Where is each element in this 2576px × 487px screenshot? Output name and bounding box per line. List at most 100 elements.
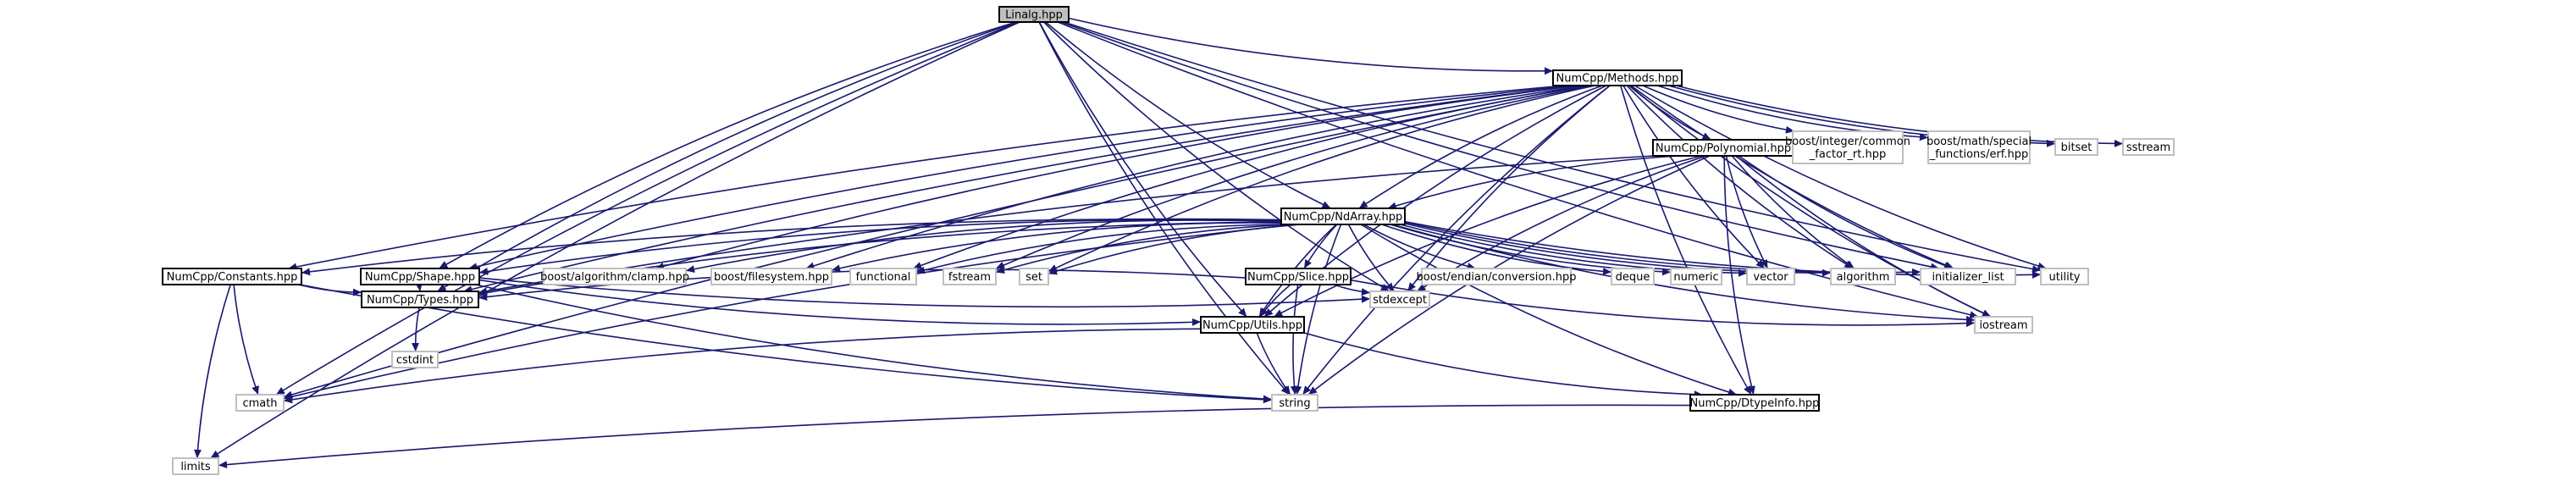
node-bitset-box (2054, 138, 2098, 156)
edge-utils-to-string (1256, 332, 1291, 396)
edge-polynomial-to-string (1307, 155, 1711, 396)
node-vector-box (1746, 268, 1795, 285)
node-slice-label: NumCpp/Slice.hpp (1247, 271, 1349, 284)
edge-ndarray-to-clamp (685, 219, 1282, 274)
edge-methods-to-cmath (283, 85, 1586, 399)
edge-linalg-to-initializer_list (1060, 21, 1940, 271)
edge-methods-to-algorithm (1626, 85, 1854, 269)
edge-shape-to-utils (478, 279, 1202, 326)
edge-methods-to-ndarray (1358, 85, 1603, 209)
node-utils[interactable]: NumCpp/Utils.hpp (1200, 316, 1305, 334)
node-set: set (1019, 268, 1049, 285)
node-cmath-label: cmath (242, 397, 277, 410)
node-utils-label: NumCpp/Utils.hpp (1202, 319, 1302, 332)
node-string: string (1271, 394, 1318, 412)
node-constants[interactable]: NumCpp/Constants.hpp (162, 268, 302, 285)
node-deque-box (1611, 268, 1655, 285)
node-ndarray-box (1280, 208, 1406, 225)
node-cstdint-label: cstdint (396, 354, 434, 367)
node-sstream-label: sstream (2126, 141, 2170, 154)
node-algorithm-box (1830, 268, 1896, 285)
node-deque: deque (1611, 268, 1655, 285)
node-clamp-box (543, 268, 687, 285)
edge-methods-to-fstream (995, 85, 1593, 269)
node-dtypeinfo[interactable]: NumCpp/DtypeInfo.hpp (1689, 394, 1820, 412)
node-factor_rt: boost/integer/common_factor_rt.hpp (1785, 130, 1910, 164)
node-fstream-box (943, 268, 997, 285)
node-linalg[interactable]: Linalg.hpp (998, 6, 1070, 23)
edge-slice-to-stdexcept (1333, 284, 1371, 296)
edge-linalg-to-cmath (275, 21, 1020, 396)
node-linalg-box (998, 6, 1070, 23)
node-filesystem: boost/filesystem.hpp (710, 268, 832, 285)
node-methods[interactable]: NumCpp/Methods.hpp (1552, 69, 1683, 86)
edge-ndarray-to-iostream (1391, 224, 1976, 324)
node-factor_rt-label: _factor_rt.hpp (1809, 148, 1886, 161)
edge-methods-to-clamp (655, 85, 1579, 270)
edge-linalg-to-utils (1038, 21, 1247, 318)
node-initializer_list-box (1920, 268, 2016, 285)
node-endian: boost/endian/conversion.hpp (1417, 268, 1577, 285)
node-stdexcept-box (1369, 291, 1430, 308)
node-functional: functional (849, 268, 917, 285)
node-set-box (1019, 268, 1049, 285)
edge-shape-to-string (475, 284, 1273, 403)
node-utility: utility (2040, 268, 2089, 285)
edge-linalg-to-limits (210, 21, 1020, 459)
node-polynomial[interactable]: NumCpp/Polynomial.hpp (1652, 139, 1794, 157)
edge-slice-to-iostream (1350, 279, 1976, 328)
node-string-label: string (1279, 397, 1310, 410)
edge-ndarray-to-constants (301, 218, 1282, 276)
edge-slice-to-utils (1259, 284, 1291, 318)
node-vector: vector (1746, 268, 1795, 285)
node-stdexcept: stdexcept (1369, 291, 1430, 308)
node-types[interactable]: NumCpp/Types.hpp (361, 291, 479, 308)
edge-methods-to-constants (288, 85, 1565, 271)
edge-utils-to-cmath (283, 328, 1202, 404)
node-cstdint: cstdint (391, 351, 439, 368)
edge-dtypeinfo-to-limits (218, 404, 1691, 468)
node-endian-label: boost/endian/conversion.hpp (1417, 271, 1577, 284)
node-limits-box (172, 457, 219, 475)
edge-utils-to-dtypeinfo (1303, 332, 1703, 399)
edge-methods-to-stdexcept (1407, 85, 1611, 292)
node-ndarray[interactable]: NumCpp/NdArray.hpp (1280, 208, 1406, 225)
node-slice[interactable]: NumCpp/Slice.hpp (1245, 268, 1352, 285)
edge-constants-to-limits (194, 284, 231, 459)
edge-ndarray-to-filesystem (831, 222, 1282, 273)
node-numeric: numeric (1670, 268, 1722, 285)
node-erf: boost/math/special_functions/erf.hpp (1926, 130, 2032, 164)
node-filesystem-box (710, 268, 832, 285)
edge-ndarray-to-shape (478, 219, 1282, 275)
edge-ndarray-to-string (1294, 224, 1342, 396)
node-factor_rt-box (1792, 130, 1904, 164)
node-cstdint-box (391, 351, 439, 368)
node-erf-box (1927, 130, 2031, 164)
node-numeric-label: numeric (1673, 271, 1718, 284)
node-initializer_list-label: initializer_list (1932, 271, 2004, 284)
node-shape[interactable]: NumCpp/Shape.hpp (360, 268, 480, 285)
edge-polynomial-to-vector (1725, 155, 1769, 269)
edge-polynomial-to-types (478, 155, 1655, 296)
node-numeric-box (1670, 268, 1722, 285)
edge-linalg-to-string (1038, 21, 1291, 396)
node-utility-box (2040, 268, 2089, 285)
node-dtypeinfo-label: NumCpp/DtypeInfo.hpp (1690, 397, 1820, 410)
edge-ndarray-to-fstream (995, 224, 1294, 274)
node-dtypeinfo-box (1689, 394, 1820, 412)
node-constants-label: NumCpp/Constants.hpp (167, 271, 298, 284)
node-functional-label: functional (856, 271, 911, 284)
node-cmath-box (235, 394, 285, 412)
node-sstream: sstream (2122, 138, 2175, 156)
edge-ndarray-to-dtypeinfo (1360, 224, 1738, 396)
node-types-box (361, 291, 479, 308)
edge-polynomial-to-ndarray (1387, 155, 1679, 210)
node-endian-box (1421, 268, 1572, 285)
edge-methods-to-dtypeinfo (1620, 85, 1752, 396)
node-sstream-box (2122, 138, 2175, 156)
edge-polynomial-to-initializer_list (1738, 155, 1954, 269)
node-fstream-label: fstream (948, 271, 991, 284)
node-factor_rt-label: boost/integer/common (1785, 136, 1910, 148)
node-functional-box (849, 268, 917, 285)
